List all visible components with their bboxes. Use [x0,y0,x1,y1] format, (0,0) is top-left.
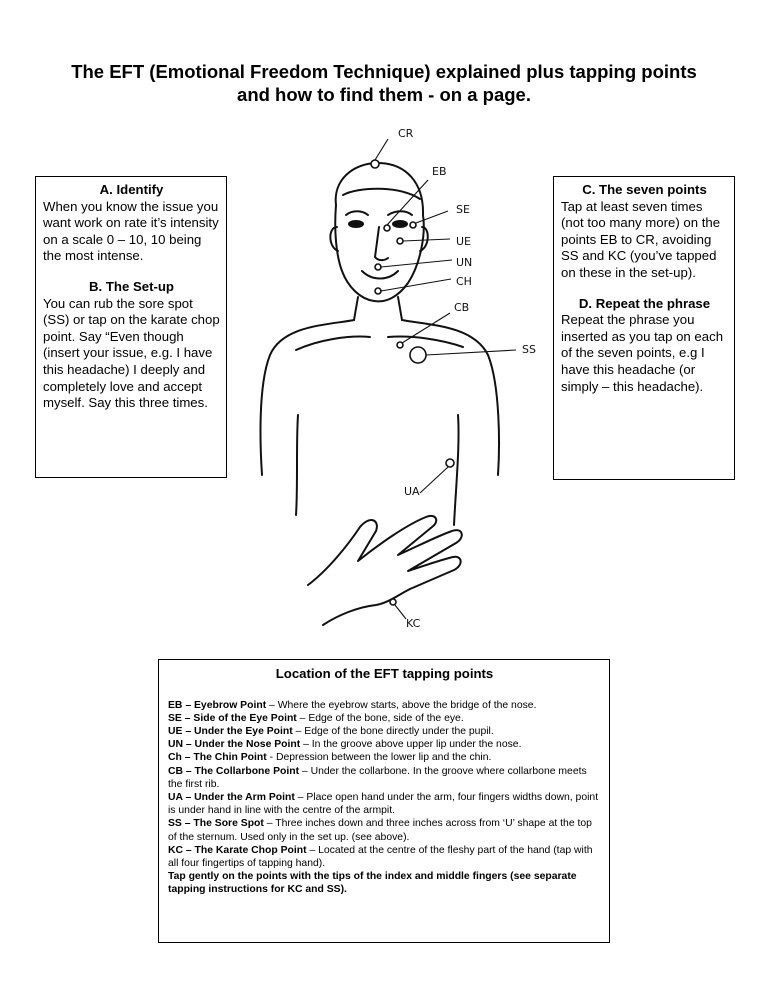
instructions-box-left: A. Identify When you know the issue you … [35,176,227,478]
head-outline [334,162,425,303]
point-entry: UN – Under the Nose Point – In the groov… [168,739,522,751]
setup-text: You can rub the sore spot (SS) or tap on… [43,295,220,411]
title-line-1: The EFT (Emotional Freedom Technique) ex… [71,61,697,82]
point-entry: SS – The Sore Spot – Three inches down a… [168,818,592,843]
point-entry: KC – The Karate Chop Point – Located at … [168,844,593,870]
left-ear [329,226,339,252]
left-eye [348,220,364,228]
repeat-phrase-heading: D. Repeat the phrase [578,295,711,311]
leader-un [380,259,453,268]
label-se: SE [456,203,470,216]
seven-points-text: Tap at least seven times (not too many m… [561,198,721,280]
label-un: UN [456,256,472,269]
right-arm-inner [453,414,460,526]
leader-ue [402,238,451,242]
right-eyebrow [387,210,413,216]
mouth [361,270,399,280]
point-se [409,221,417,229]
label-ua: UA [404,485,420,498]
point-entry: Ch – The Chin Point - Depression between… [168,752,492,764]
point-entry: UE – Under the Eye Point – Edge of the b… [168,726,494,737]
point-kc [389,598,397,606]
left-arm-inner [295,414,299,516]
instructions-box-right: C. The seven points Tap at least seven t… [553,176,735,480]
title-line-2: and how to find them - on a page. [237,84,531,105]
point-ua [445,458,455,468]
label-cr: CR [398,127,414,140]
seven-points-heading: C. The seven points [582,182,707,197]
page-title: The EFT (Emotional Freedom Technique) ex… [0,60,768,106]
point-entry: EB – Eyebrow Point – Where the eyebrow s… [168,699,537,711]
setup-heading: B. The Set-up [89,278,174,294]
point-ch [374,287,382,295]
label-ch: CH [456,275,472,288]
left-collarbone [295,335,371,351]
repeat-phrase-text: Repeat the phrase you inserted as you ta… [561,312,724,394]
tapping-points-figure: CR EB SE UE UN CH CB SS UA KC [259,127,536,630]
leader-se [415,210,449,224]
label-ss: SS [522,343,536,356]
leader-ch [380,278,452,292]
right-eye [392,220,408,228]
hand-outline [307,515,463,626]
leader-kc [394,604,407,620]
left-eyebrow [345,210,369,216]
neck-right [397,296,403,321]
leader-ua [419,466,449,494]
leader-cb [401,312,451,344]
point-ue [396,237,404,245]
locations-footer: Tap gently on the points with the tips o… [168,871,577,896]
locations-box: Location of the EFT tapping points EB – … [158,659,610,943]
locations-heading: Location of the EFT tapping points [275,666,494,681]
nose [374,226,389,262]
point-cb [396,341,404,349]
left-shoulder [259,319,355,476]
label-eb: EB [432,165,447,178]
leader-eb [386,179,429,226]
right-ear [419,226,429,252]
point-entry: SE – Side of the Eye Point – Edge of the… [168,712,464,724]
identify-heading: A. Identify [99,182,164,197]
identify-text: When you know the issue you want work on… [43,198,219,264]
point-cr [370,159,380,169]
label-cb: CB [454,301,469,314]
label-kc: KC [406,617,421,630]
point-ss [409,346,427,364]
point-entry: UA – Under the Arm Point – Place open ha… [168,792,599,817]
hair-line [342,187,421,200]
point-entry: CB – The Collarbone Point – Under the co… [168,765,587,790]
neck-left [353,296,359,321]
leader-ss [425,349,517,356]
leader-cr [374,138,389,161]
points-list: EB – Eyebrow Point – Where the eyebrow s… [168,699,601,871]
point-un [374,263,382,271]
right-collarbone [387,335,464,348]
point-eb [383,224,391,232]
label-ue: UE [456,235,471,248]
